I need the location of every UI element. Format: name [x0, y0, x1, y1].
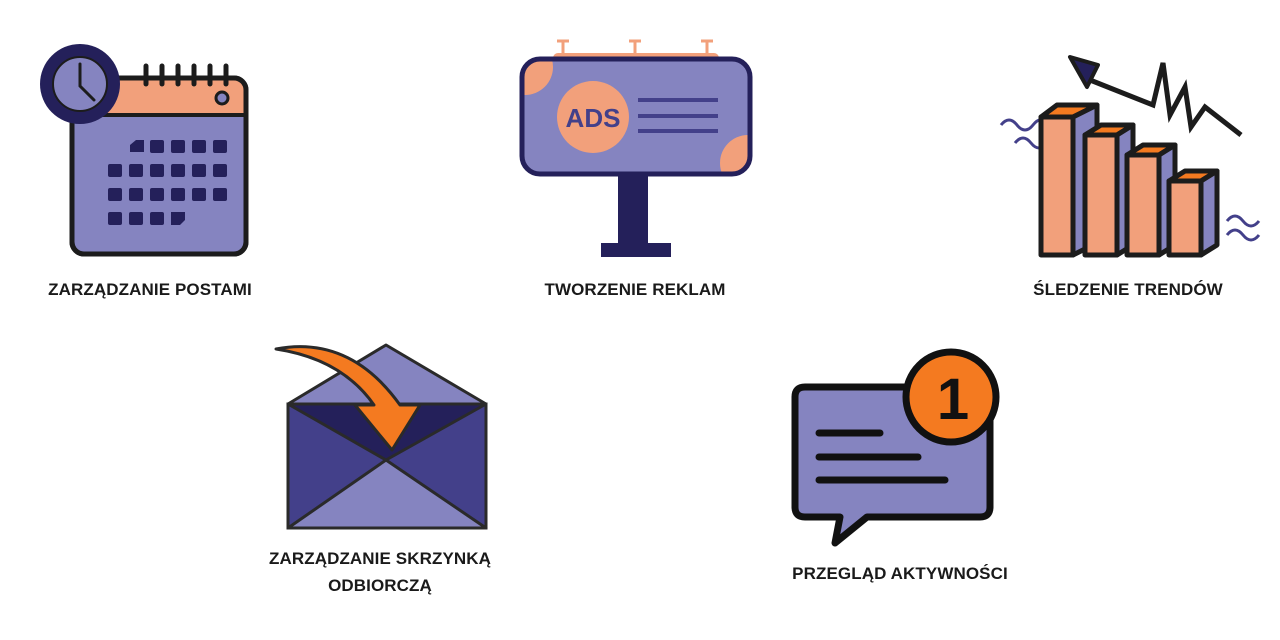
feature-label-line1: ZARZĄDZANIE SKRZYNKĄ — [268, 549, 492, 568]
ads-text: ADS — [566, 103, 621, 133]
feature-label: TWORZENIE REKLAM — [544, 280, 726, 299]
calendar-clock-icon — [40, 44, 249, 257]
feature-label: PRZEGLĄD AKTYWNOŚCI — [792, 564, 1008, 583]
billboard-ads-icon: ADS — [519, 39, 753, 257]
feature-label-line2: ODBIORCZĄ — [328, 576, 432, 595]
bar-chart-trend-icon — [999, 55, 1261, 258]
feature-label: ZARZĄDZANIE POSTAMI — [48, 280, 252, 299]
chat-notification-icon: 1 — [791, 348, 1000, 547]
notification-badge-count: 1 — [937, 367, 969, 432]
feature-label: ŚLEDZENIE TRENDÓW — [1033, 280, 1223, 299]
envelope-inbox-icon — [274, 343, 488, 530]
